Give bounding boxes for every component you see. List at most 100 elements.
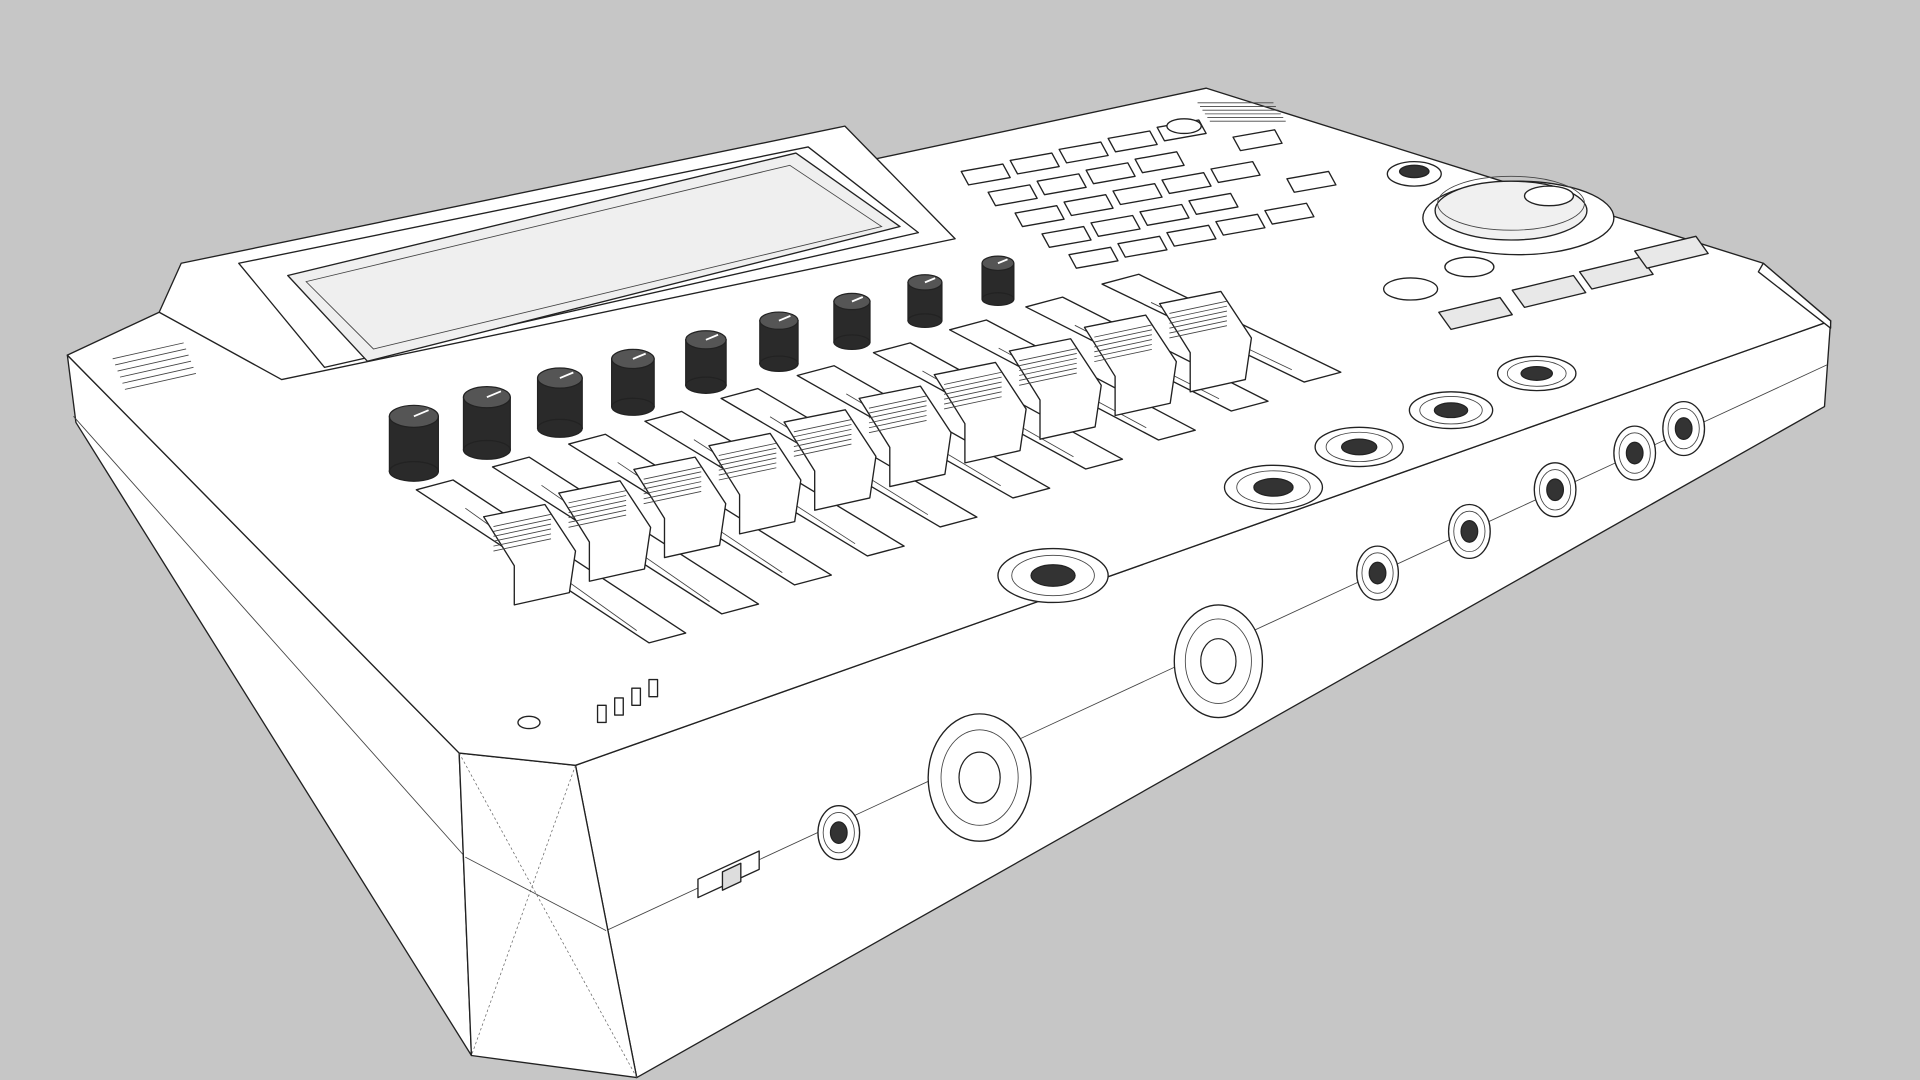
fader-cap[interactable] (1158, 290, 1253, 393)
fader-grip-line (1019, 353, 1077, 367)
fader-cap-body[interactable] (858, 385, 952, 488)
fader-cap-body[interactable] (783, 409, 877, 511)
fader-grip-line (943, 391, 1002, 405)
input-jack-top (1496, 355, 1577, 392)
function-button[interactable] (960, 163, 1011, 186)
fader-cap-body[interactable] (483, 503, 577, 606)
led-indicator (648, 678, 659, 698)
fader-grip-line (643, 476, 702, 490)
fader-cap-body[interactable] (633, 456, 727, 559)
function-button[interactable] (1139, 203, 1190, 226)
fader-cap[interactable] (483, 503, 577, 606)
xlr-jack-inner (1184, 618, 1252, 704)
fader-cap[interactable] (1083, 314, 1178, 417)
transport-button[interactable] (1578, 256, 1654, 290)
fader-grip-line (1019, 348, 1077, 362)
phone-jack-hole (1368, 561, 1387, 585)
transport-buttons[interactable] (1383, 235, 1709, 331)
function-button[interactable] (1166, 224, 1217, 247)
fader-grip-line (943, 386, 1002, 400)
function-button[interactable] (1134, 151, 1185, 174)
rotary-knob[interactable] (611, 348, 655, 416)
power-switch[interactable] (697, 850, 760, 899)
fader-grip-line (493, 533, 552, 547)
function-button[interactable] (1058, 141, 1109, 164)
input-jack-top-hole (1433, 402, 1469, 419)
fader-cap[interactable] (783, 409, 877, 511)
transport-button[interactable] (1634, 235, 1709, 269)
fader-grip-line (793, 433, 852, 447)
fader-grip-line (643, 491, 702, 505)
round-button[interactable] (1383, 277, 1439, 301)
knob-indicator (778, 315, 791, 322)
knob-base (759, 355, 799, 372)
function-button[interactable] (1188, 192, 1239, 215)
function-button[interactable] (1210, 160, 1261, 184)
function-button[interactable] (1286, 170, 1337, 193)
function-button[interactable] (1232, 129, 1283, 152)
function-button[interactable] (1117, 235, 1168, 258)
function-button[interactable] (1041, 225, 1092, 249)
rotary-knob[interactable] (685, 330, 727, 394)
display-screen (287, 152, 901, 362)
knob-base (833, 334, 871, 351)
input-jack-top-inner (1506, 360, 1567, 387)
phone-jack-inner (822, 812, 855, 854)
fader-grip-line (643, 486, 702, 500)
fader-grip-line (1094, 324, 1152, 338)
knob-base (611, 397, 655, 416)
fader-grip-line (643, 466, 702, 480)
function-button[interactable] (1063, 194, 1114, 217)
fader-cap-body[interactable] (558, 480, 652, 582)
fader-cap[interactable] (858, 385, 952, 488)
fader-cap[interactable] (633, 456, 727, 559)
function-button[interactable] (1215, 213, 1266, 236)
fader-cap[interactable] (1008, 338, 1102, 440)
rotary-knob[interactable] (759, 311, 799, 372)
fader-cap[interactable] (708, 432, 802, 535)
phone-jack (817, 805, 861, 861)
fader-grip-line (868, 419, 927, 434)
fader-grip-line (493, 538, 552, 552)
fader-grip-line (1019, 362, 1077, 376)
round-button[interactable] (1444, 256, 1495, 278)
phone-jack-inner (1539, 469, 1572, 511)
jog-wheel[interactable] (1166, 118, 1615, 256)
function-button[interactable] (1107, 130, 1158, 153)
knob-top (833, 292, 871, 311)
rotary-knob[interactable] (388, 404, 439, 482)
fader-cap-body[interactable] (1008, 338, 1102, 440)
rotary-knob[interactable] (833, 292, 871, 351)
function-button[interactable] (1112, 183, 1163, 206)
phone-jack-hole (829, 821, 848, 845)
rotary-knob[interactable] (981, 255, 1015, 307)
function-button[interactable] (1090, 214, 1141, 237)
transport-button[interactable] (1511, 274, 1587, 309)
transport-button[interactable] (1438, 296, 1513, 331)
function-button[interactable] (1068, 246, 1119, 269)
input-jack-top (997, 547, 1109, 604)
rotary-knob[interactable] (536, 367, 583, 438)
fader-grip-line (718, 457, 777, 471)
function-button[interactable] (1014, 205, 1065, 228)
rotary-knob[interactable] (462, 386, 511, 460)
knob-indicator (705, 333, 719, 341)
function-button[interactable] (987, 184, 1038, 207)
fader-cap[interactable] (933, 361, 1027, 464)
fader-grip-line (868, 395, 927, 409)
fader-cap[interactable] (558, 480, 652, 582)
function-button[interactable] (1036, 173, 1087, 196)
function-button[interactable] (1085, 162, 1136, 185)
knob-base (462, 439, 511, 460)
fader-cap-body[interactable] (1083, 314, 1178, 417)
function-button[interactable] (1009, 152, 1060, 175)
knob-base (907, 313, 943, 329)
function-button[interactable] (1264, 202, 1315, 225)
fader-cap-body[interactable] (708, 432, 802, 535)
fader-cap-body[interactable] (1158, 290, 1253, 393)
rotary-knob[interactable] (907, 274, 943, 329)
knob-base (981, 292, 1015, 307)
xlr-jack (927, 713, 1032, 842)
fader-cap-body[interactable] (933, 361, 1027, 464)
function-button[interactable] (1161, 171, 1212, 195)
